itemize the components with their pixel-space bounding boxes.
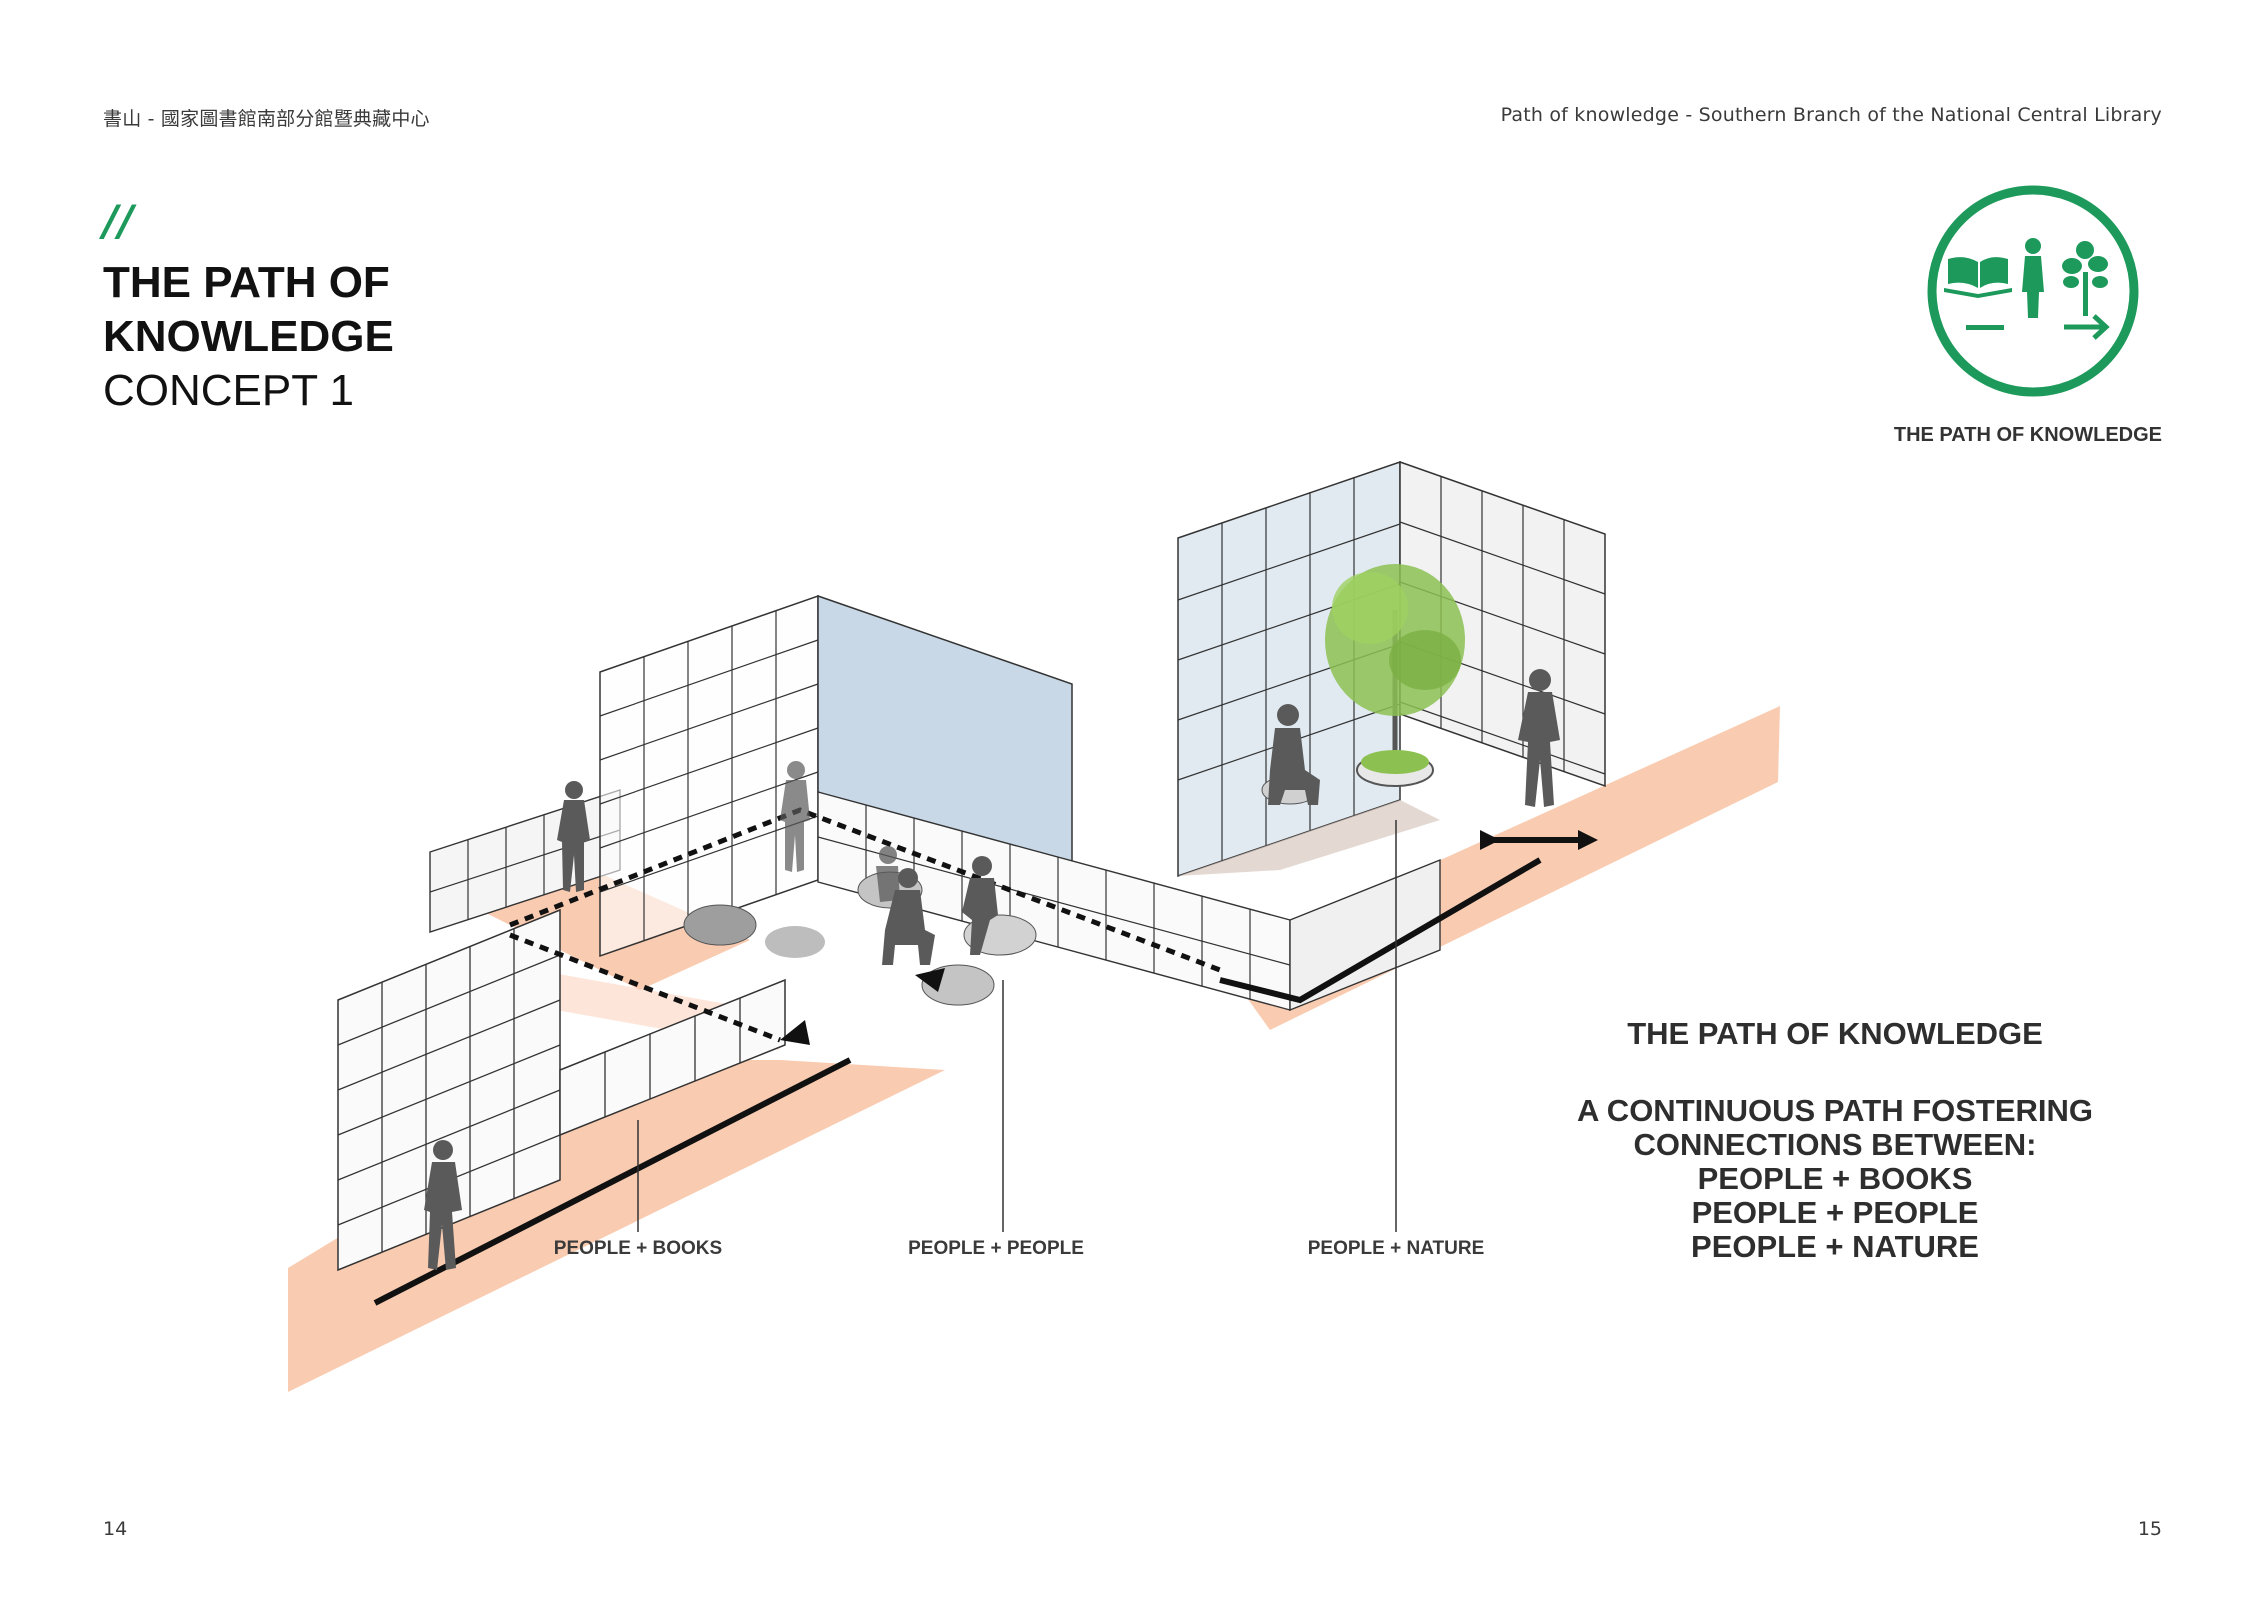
- person-figure-walking-front: [424, 1140, 462, 1270]
- logo-ring: [1927, 185, 2139, 397]
- tree-icon: [2062, 241, 2108, 316]
- person-figure-seated-3: [876, 846, 900, 902]
- page-number-left: 14: [103, 1518, 128, 1540]
- logo-caption: THE PATH OF KNOWLEDGE: [1893, 424, 2162, 446]
- bookshelf-wall-left: [337, 908, 786, 1272]
- path-of-knowledge-logo: [1927, 185, 2139, 397]
- label-people-people: PEOPLE + PEOPLE: [908, 1238, 1084, 1259]
- title-line-2: KNOWLEDGE: [103, 312, 394, 361]
- person-figure-seated-2: [962, 856, 998, 955]
- person-figure-seated-1: [882, 868, 935, 965]
- person-figure-nature-walking: [1518, 669, 1560, 807]
- label-people-books: PEOPLE + BOOKS: [553, 1238, 723, 1259]
- page-number-right: 15: [2137, 1518, 2162, 1540]
- person-figure-nature-seated: [1268, 704, 1320, 805]
- person-icon: [2022, 238, 2044, 318]
- middle-long-wall: [817, 791, 1441, 1012]
- label-leader-lines: [637, 820, 1397, 1232]
- description-heading: THE PATH OF KNOWLEDGE: [1627, 1016, 2043, 1051]
- open-book-icon: [1944, 257, 2012, 298]
- header-right-title: Path of knowledge - Southern Branch of t…: [1500, 104, 2162, 126]
- description-line: PEOPLE + NATURE: [1691, 1229, 1979, 1264]
- dash-icon: [1966, 325, 2004, 330]
- description-line: A CONTINUOUS PATH FOSTERING: [1576, 1093, 2094, 1128]
- section-mark: //: [103, 196, 134, 245]
- person-figure-inside: [780, 761, 810, 872]
- arrowheads: [780, 830, 1598, 1045]
- tree: [1325, 564, 1465, 787]
- description-line: CONNECTIONS BETWEEN:: [1633, 1127, 2037, 1162]
- page-subtitle: CONCEPT 1: [103, 366, 355, 415]
- description-line: PEOPLE + PEOPLE: [1691, 1195, 1979, 1230]
- people-figures: [424, 669, 1560, 1270]
- concept-description: THE PATH OF KNOWLEDGE A CONTINUOUS PATH …: [1540, 1016, 2130, 1264]
- arrow-right-icon: [2064, 314, 2110, 340]
- page-title: THE PATH OF KNOWLEDGE: [103, 256, 394, 364]
- label-people-nature: PEOPLE + NATURE: [1307, 1238, 1485, 1259]
- description-line: PEOPLE + BOOKS: [1697, 1161, 1973, 1196]
- person-figure-back-wall: [557, 781, 590, 892]
- header-left-title: 書山 - 國家圖書館南部分館暨典藏中心: [103, 108, 430, 130]
- title-line-1: THE PATH OF: [103, 258, 390, 307]
